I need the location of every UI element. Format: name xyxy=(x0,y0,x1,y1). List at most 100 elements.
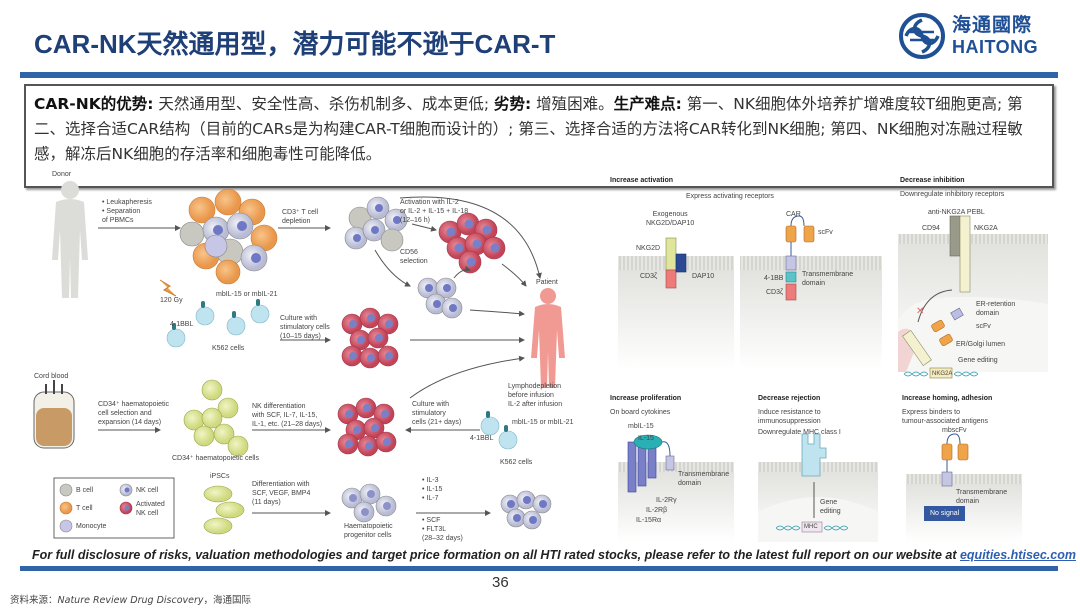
footer-divider xyxy=(20,566,1058,571)
label-mbil-top: mbIL-15 or mbIL-21 xyxy=(216,291,278,298)
car-nk-engineering-diagram: ✕ xyxy=(618,215,1048,542)
cd56-selected-cluster xyxy=(417,277,463,319)
panel-subtitle-immunosuppression: Induce resistance to immunosuppression xyxy=(758,409,821,425)
label-nkg2a-gene: NKG2A xyxy=(932,371,953,377)
page-title: CAR-NK天然通用型，潜力可能不逊于CAR-T xyxy=(34,29,556,59)
nk-cell-sources-diagram xyxy=(33,181,565,539)
ipsc-derived-nk-cells xyxy=(500,490,552,530)
logo-chinese-name: 海通國際 xyxy=(952,15,1033,36)
label-cd34-selection: CD34⁺ haematopoietic cell selection and … xyxy=(98,401,170,426)
label-er-retention: ER-retention domain xyxy=(976,301,1016,317)
label-car: CAR xyxy=(786,211,801,218)
panel-title-decrease-inhibition: Decrease inhibition xyxy=(900,177,965,184)
header-divider xyxy=(20,72,1058,78)
label-mhc-gene: MHC xyxy=(804,524,818,530)
panel-subtitle-binders: Express binders to tumour-associated ant… xyxy=(902,409,988,425)
k562-feeder-cells-top xyxy=(159,279,270,348)
ipsc-cells xyxy=(203,485,245,535)
label-scfv-car: scFv xyxy=(818,229,833,236)
label-activation: Activation with IL-2 or IL-2 + IL-15 + I… xyxy=(400,199,469,224)
label-transmembrane-mbscfv: Transmembrane domain xyxy=(956,489,1008,505)
label-scfv-pebl: scFv xyxy=(976,323,991,330)
haitong-logo: 海通國際 HAITONG xyxy=(898,10,1058,62)
panel-title-decrease-rejection: Decrease rejection xyxy=(758,395,821,402)
label-41bbl-mid: 4-1BBL xyxy=(470,435,494,442)
label-il15: IL-15 xyxy=(638,435,654,442)
source-suffix: ，海通国际 xyxy=(203,595,252,606)
label-nkg2a: NKG2A xyxy=(974,225,998,232)
panel-title-increase-activation: Increase activation xyxy=(610,177,674,184)
panel-title-increase-proliferation: Increase proliferation xyxy=(610,395,682,402)
panel-subtitle-cytokines: On board cytokines xyxy=(610,409,671,416)
label-mbscfv: mbscFv xyxy=(942,427,967,434)
expanded-nk-cluster-mid xyxy=(337,397,397,457)
panel-mbil15 xyxy=(618,434,734,542)
label-cord-blood: Cord blood xyxy=(34,373,69,380)
label-culture-mid: Culture with stimulatory cells (21+ days… xyxy=(412,401,462,426)
svg-text:✕: ✕ xyxy=(916,306,924,317)
legend-monocyte: Monocyte xyxy=(76,523,107,530)
patient-silhouette xyxy=(531,288,565,388)
activated-nk-cluster-top xyxy=(438,212,506,274)
arrow-activation xyxy=(411,223,437,232)
label-hpc: Haematopoietic progenitor cells xyxy=(344,523,393,539)
label-nk-differentiation: NK differentiation with SCF, IL-7, IL-15… xyxy=(252,403,323,428)
label-cd3-depletion: CD3⁺ T cell depletion xyxy=(282,209,319,225)
label-il2rg: IL-2Rγ xyxy=(656,497,677,504)
legend-t-cell: T cell xyxy=(76,505,93,512)
disclaimer: For full disclosure of risks, valuation … xyxy=(32,548,1076,562)
label-patient: Patient xyxy=(536,279,558,286)
label-leukapheresis: • Leukapheresis • Separation of PBMCs xyxy=(102,199,152,224)
label-cytokines-1: • IL-3 • IL-15 • IL-7 xyxy=(422,477,443,502)
label-mbil-mid: mbIL-15 or mbIL-21 xyxy=(512,419,574,426)
arrow-cd56-selection xyxy=(374,249,411,287)
pbmc-cluster xyxy=(179,188,278,285)
label-er-golgi: ER/Golgi lumen xyxy=(956,341,1006,348)
k562-feeder-cells-mid xyxy=(480,411,518,450)
label-lymphodepletion: Lymphodepletion before infusion IL-2 aft… xyxy=(508,383,563,408)
expanded-nk-cluster-top xyxy=(341,307,399,369)
production-difficulty-label: 生产难点: xyxy=(613,95,682,113)
panel-nkg2d-dap10 xyxy=(618,237,734,370)
donor-silhouette xyxy=(52,181,88,298)
no-signal-badge: No signal xyxy=(924,506,966,521)
cord-blood-bag xyxy=(33,380,75,449)
label-41bbl-top: 4-1BBL xyxy=(170,321,194,328)
label-41bb: 4-1BB xyxy=(764,275,784,282)
label-mbil15: mbIL-15 xyxy=(628,423,654,430)
label-il15ra: IL-15Rα xyxy=(636,517,662,524)
website-link[interactable]: equities.htisec.com xyxy=(959,548,1076,562)
panel-nkg2a-pebl: ✕ xyxy=(898,215,1048,379)
label-exogenous-nkg2d: Exogenous NKG2D/DAP10 xyxy=(646,211,695,227)
label-differentiation: Differentiation with SCF, VEGF, BMP4 (11… xyxy=(252,481,311,506)
label-donor: Donor xyxy=(52,171,72,178)
label-anti-nkg2a-pebl: anti-NKG2A PEBL xyxy=(928,209,985,216)
haitong-logo-icon xyxy=(899,13,945,59)
page-number: 36 xyxy=(492,574,509,591)
summary-box: CAR-NK的优势: 天然通用型、安全性高、杀伤机制多、成本更低; 劣势: 增殖… xyxy=(24,84,1054,188)
nk-cell-sources-figure: Donor • Leukapheresis • Separation of PB… xyxy=(30,168,600,546)
source-label: 资料来源： xyxy=(10,595,58,606)
disadvantage-label: 劣势: xyxy=(494,95,532,113)
label-cd3z-b: CD3ζ xyxy=(766,289,784,296)
label-transmembrane-mbil: Transmembrane domain xyxy=(678,471,730,487)
source-citation: 资料来源：Nature Review Drug Discovery，海通国际 xyxy=(10,592,251,606)
label-cytokines-2: • SCF • FLT3L (28–32 days) xyxy=(422,517,463,542)
label-120-gy: 120 Gy xyxy=(160,297,183,304)
disadvantage-text: 增殖困难。 xyxy=(531,95,614,113)
label-gene-editing-pebl: Gene editing xyxy=(958,357,998,364)
cd34-cells xyxy=(183,379,249,457)
haematopoietic-progenitor-cells xyxy=(341,483,397,523)
advantage-label: CAR-NK的优势: xyxy=(34,95,154,113)
legend-activated-nk-cell: Activated NK cell xyxy=(136,501,165,517)
label-culture-top: Culture with stimulatory cells (10–15 da… xyxy=(280,315,330,340)
advantage-text: 天然通用型、安全性高、杀伤机制多、成本更低; xyxy=(153,95,494,113)
panel-subtitle-activating-receptors: Express activating receptors xyxy=(686,193,774,200)
legend-b-cell: B cell xyxy=(76,487,94,494)
cell-type-legend xyxy=(53,477,175,539)
disclaimer-text: For full disclosure of risks, valuation … xyxy=(32,548,960,562)
depleted-nk-cluster xyxy=(344,196,408,252)
panel-subtitle-inhibitory-receptors: Downregulate inhibitory receptors xyxy=(900,191,1005,198)
logo-english-name: HAITONG xyxy=(952,37,1039,57)
panel-mhc-downregulation xyxy=(758,433,878,542)
